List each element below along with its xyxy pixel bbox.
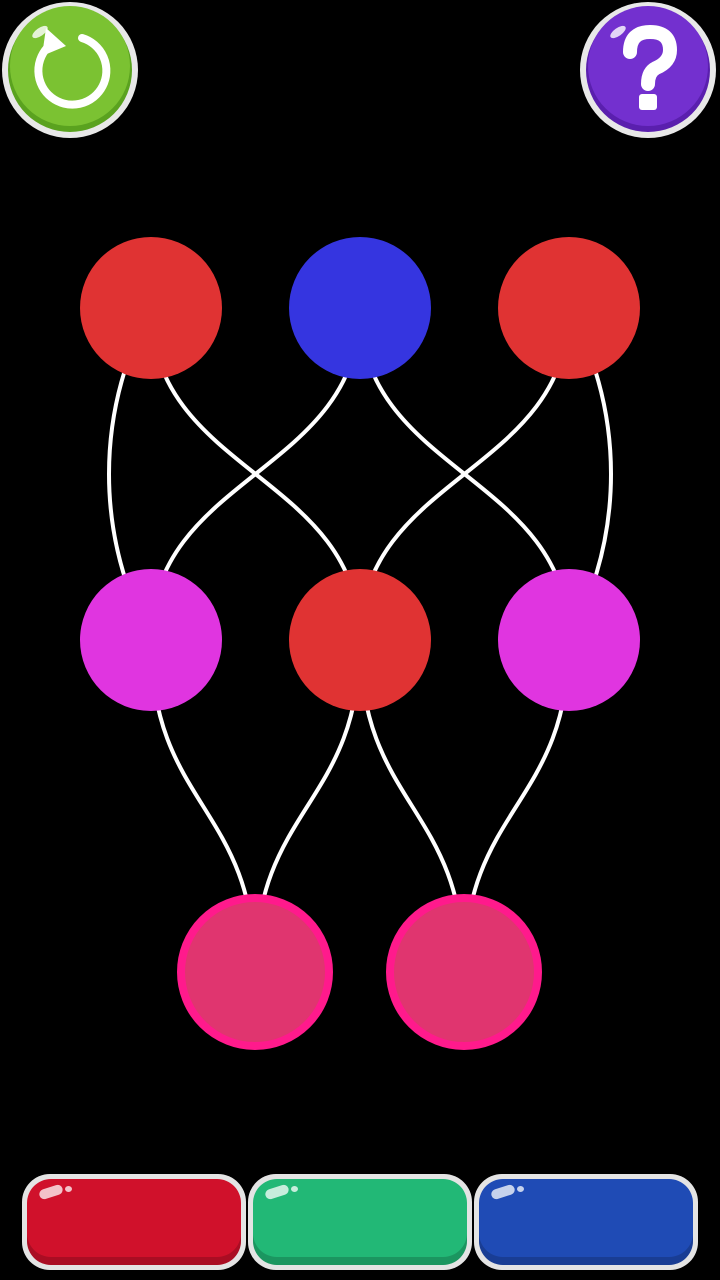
green-color-button[interactable] [248,1174,472,1270]
help-button[interactable] [578,0,720,142]
node-n2[interactable] [289,237,431,379]
blue-color-button[interactable] [474,1174,698,1270]
node-n4[interactable] [80,569,222,711]
node-n7[interactable] [177,894,333,1050]
node-n1[interactable] [80,237,222,379]
node-n6[interactable] [498,569,640,711]
node-n5[interactable] [289,569,431,711]
node-n3[interactable] [498,237,640,379]
node-n8[interactable] [386,894,542,1050]
question-mark-icon [580,2,716,138]
restart-arrow-icon [2,2,138,138]
red-color-button[interactable] [22,1174,246,1270]
restart-button[interactable] [0,0,142,142]
